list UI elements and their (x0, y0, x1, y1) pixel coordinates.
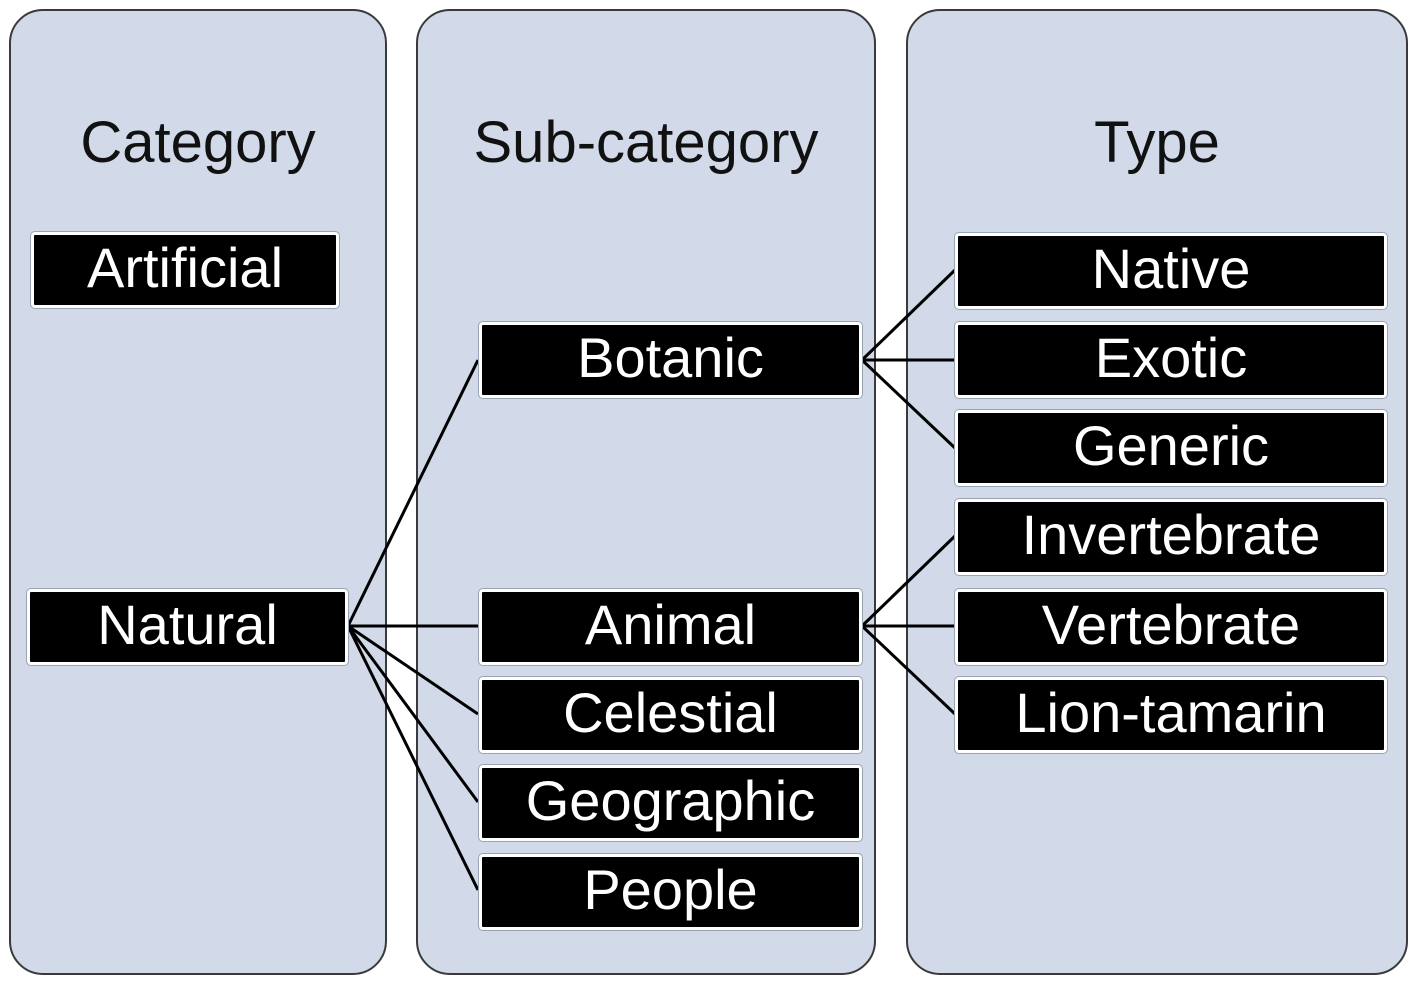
type-panel: Type (906, 9, 1408, 975)
node-artificial: Artificial (31, 232, 339, 308)
node-people: People (479, 854, 862, 930)
node-celestial: Celestial (479, 677, 862, 753)
node-exotic: Exotic (955, 322, 1387, 398)
node-natural: Natural (27, 589, 348, 665)
node-lion-tamarin: Lion-tamarin (955, 677, 1387, 753)
node-native: Native (955, 233, 1387, 309)
node-vertebrate: Vertebrate (955, 589, 1387, 665)
node-generic: Generic (955, 410, 1387, 486)
node-geographic: Geographic (479, 765, 862, 841)
type-title: Type (1094, 110, 1220, 175)
category-title: Category (80, 110, 316, 175)
node-invertebrate: Invertebrate (955, 499, 1387, 575)
node-animal: Animal (479, 589, 862, 665)
category-panel: Category (9, 9, 387, 975)
node-botanic: Botanic (479, 322, 862, 398)
subcategory-title: Sub-category (473, 110, 819, 175)
